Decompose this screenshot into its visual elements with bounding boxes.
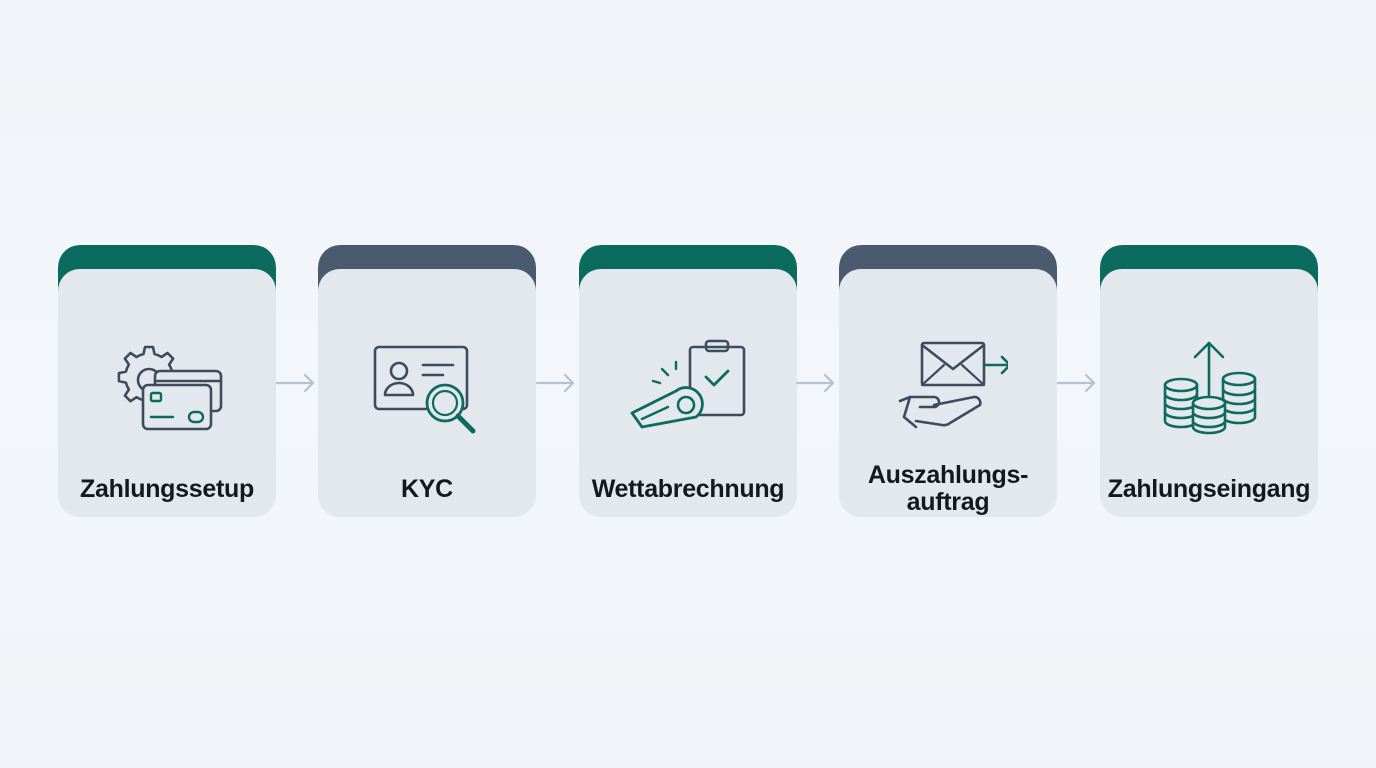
arrow-right-icon	[1056, 372, 1098, 394]
step-label: KYC	[401, 474, 453, 503]
step-label: Wettabrechnung	[591, 474, 785, 503]
coins-arrow-up-icon	[1149, 335, 1269, 445]
arrow-right-icon	[795, 372, 837, 394]
step-kyc: KYC	[318, 245, 536, 517]
step-auszahlungsauftrag: Auszahlungs- auftrag	[839, 245, 1057, 517]
step-card: KYC	[318, 269, 536, 517]
step-card: Zahlungseingang	[1100, 269, 1318, 517]
step-label: Zahlungssetup	[80, 474, 254, 503]
id-card-magnifier-icon	[367, 335, 487, 445]
step-wettabrechnung: Wettabrechnung	[579, 245, 797, 517]
whistle-clipboard-check-icon	[628, 335, 748, 445]
step-label: Zahlungseingang	[1107, 474, 1311, 503]
envelope-hand-send-icon	[888, 335, 1008, 445]
step-card: Wettabrechnung	[579, 269, 797, 517]
arrow-right-icon	[275, 372, 317, 394]
step-zahlungseingang: Zahlungseingang	[1100, 245, 1318, 517]
gear-credit-card-icon	[107, 335, 227, 445]
step-label: Auszahlungs- auftrag	[867, 461, 1029, 516]
step-card: Auszahlungs- auftrag	[839, 269, 1057, 517]
arrow-right-icon	[535, 372, 577, 394]
step-zahlungssetup: Zahlungssetup	[58, 245, 276, 517]
step-card: Zahlungssetup	[58, 269, 276, 517]
